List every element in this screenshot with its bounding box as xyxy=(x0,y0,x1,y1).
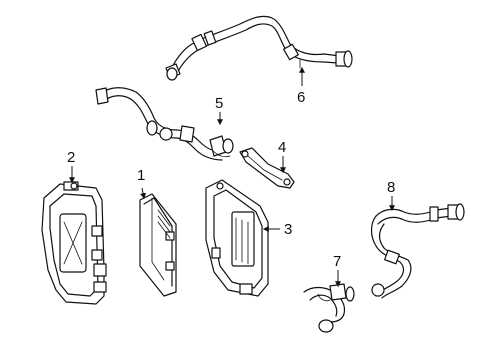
callout-1: 1 xyxy=(137,167,145,184)
connector-hose-part-7[interactable] xyxy=(303,283,355,333)
callout-2: 2 xyxy=(67,149,75,166)
callout-7: 7 xyxy=(333,253,341,270)
callout-8: 8 xyxy=(387,179,395,196)
callout-labels: 1 2 3 4 5 6 7 8 xyxy=(67,89,395,270)
coolant-hose-part-6[interactable] xyxy=(165,15,353,81)
leader-1 xyxy=(140,187,147,200)
callout-5: 5 xyxy=(215,95,223,112)
coolant-hose-part-5[interactable] xyxy=(95,87,234,161)
callout-4: 4 xyxy=(278,139,286,156)
housing-part-3[interactable] xyxy=(205,179,269,297)
leader-lines xyxy=(69,66,395,288)
housing-part-2[interactable] xyxy=(41,181,107,305)
callout-6: 6 xyxy=(297,89,305,106)
callout-3: 3 xyxy=(284,221,292,238)
bracket-part-4[interactable] xyxy=(239,147,295,189)
module-part-1[interactable] xyxy=(139,193,177,297)
coolant-hose-part-8[interactable] xyxy=(370,203,465,299)
